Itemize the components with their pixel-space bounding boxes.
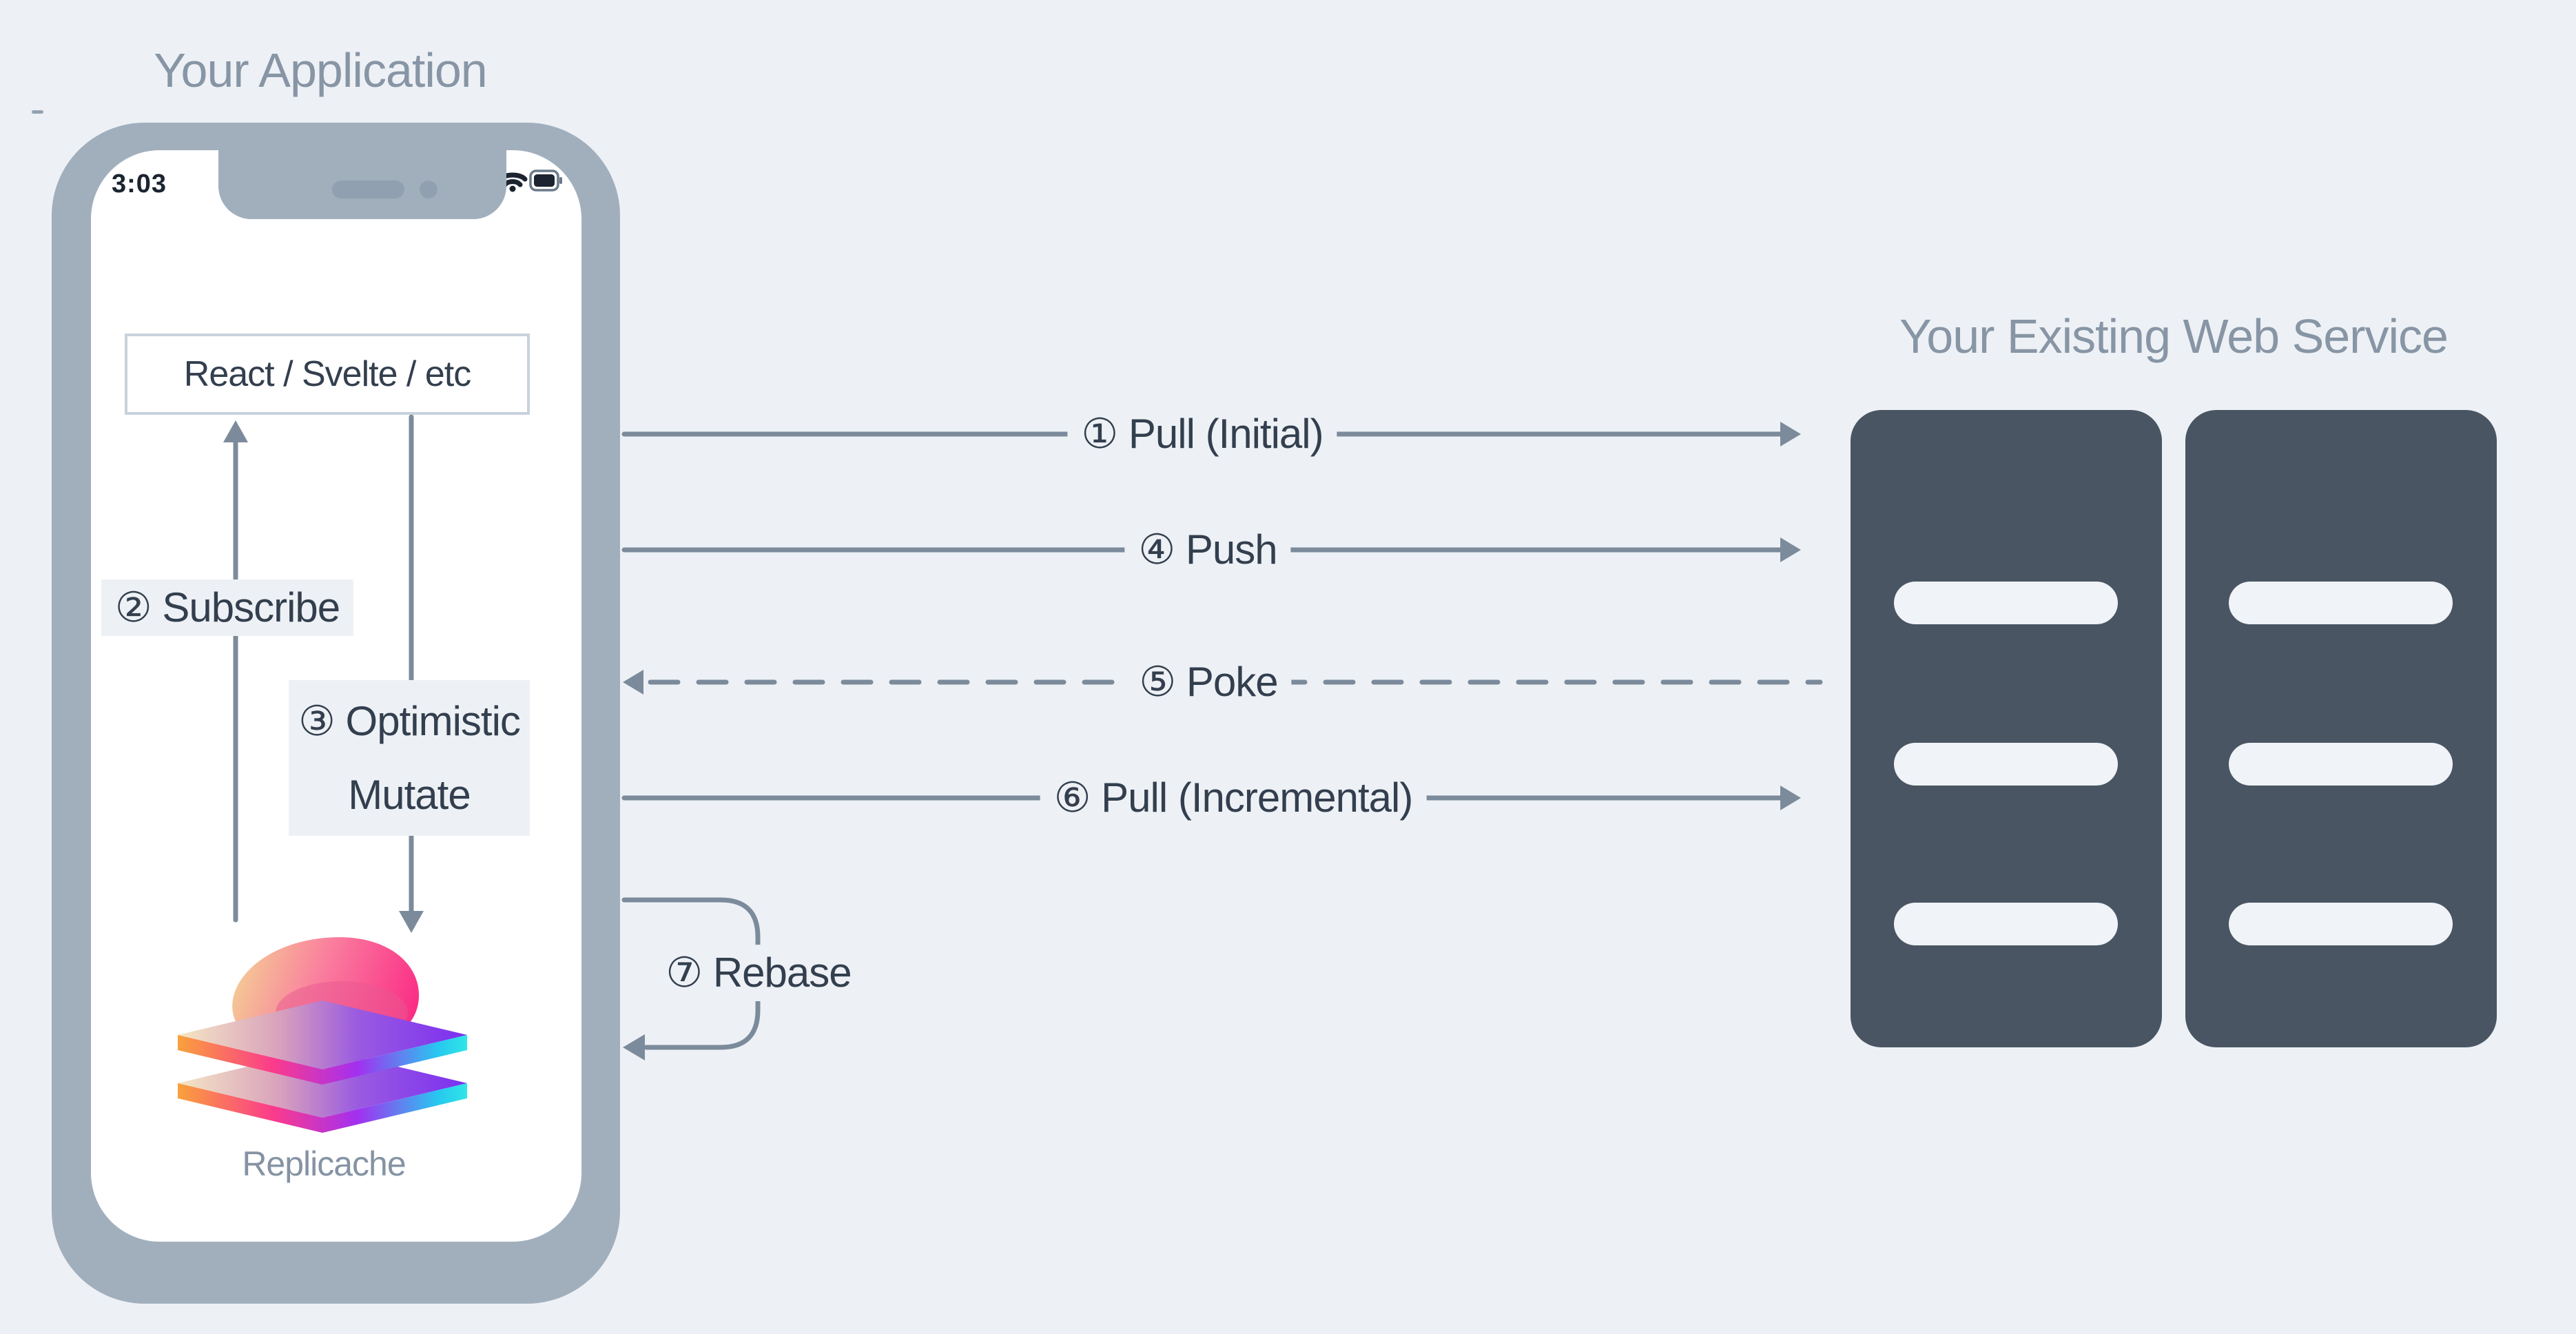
flow-label-rebase: ⑦ Rebase	[652, 945, 865, 1001]
server-tower-right	[2185, 410, 2497, 1047]
server-slat	[2229, 903, 2453, 945]
framework-box: React / Svelte / etc	[125, 334, 530, 415]
status-time: 3:03	[112, 170, 167, 198]
web-service-title: Your Existing Web Service	[1899, 309, 2449, 363]
arrowhead-mutate	[399, 911, 424, 933]
flow-label-poke: ⑤ Poke	[1125, 654, 1292, 710]
flow-label-optimistic-line1: ③ Optimistic	[298, 698, 521, 744]
speaker-icon	[332, 181, 404, 198]
server-slat	[1894, 743, 2118, 786]
flow-label-optimistic-line2: Mutate	[348, 772, 471, 818]
camera-icon	[420, 181, 437, 198]
replicache-label: Replicache	[242, 1145, 406, 1183]
server-tower-left	[1851, 410, 2162, 1047]
flow-label-optimistic-mutate: ③ Optimistic Mutate	[289, 680, 530, 836]
arrowhead-poke	[623, 670, 643, 695]
flow-label-subscribe: ② Subscribe	[101, 579, 354, 636]
arrowhead-subscribe	[223, 420, 248, 442]
arrowhead-pull-incremental	[1780, 786, 1801, 810]
flow-label-pull-incremental: ⑥ Pull (Incremental)	[1040, 770, 1427, 826]
server-slat	[2229, 743, 2453, 786]
framework-box-label: React / Svelte / etc	[183, 354, 471, 394]
phone-notch	[218, 150, 506, 219]
arrowhead-rebase	[623, 1034, 645, 1060]
battery-icon	[529, 170, 562, 192]
server-slat	[2229, 582, 2453, 624]
server-slat	[1894, 582, 2118, 624]
application-title: Your Application	[154, 43, 487, 97]
arrowhead-pull-initial	[1780, 422, 1801, 447]
arrowhead-push	[1780, 537, 1801, 562]
stray-dash	[32, 110, 43, 114]
server-slat	[1894, 903, 2118, 945]
flow-label-pull-initial: ① Pull (Initial)	[1067, 406, 1337, 462]
flow-label-push: ④ Push	[1124, 522, 1291, 578]
replicache-logo-icon	[178, 937, 467, 1133]
